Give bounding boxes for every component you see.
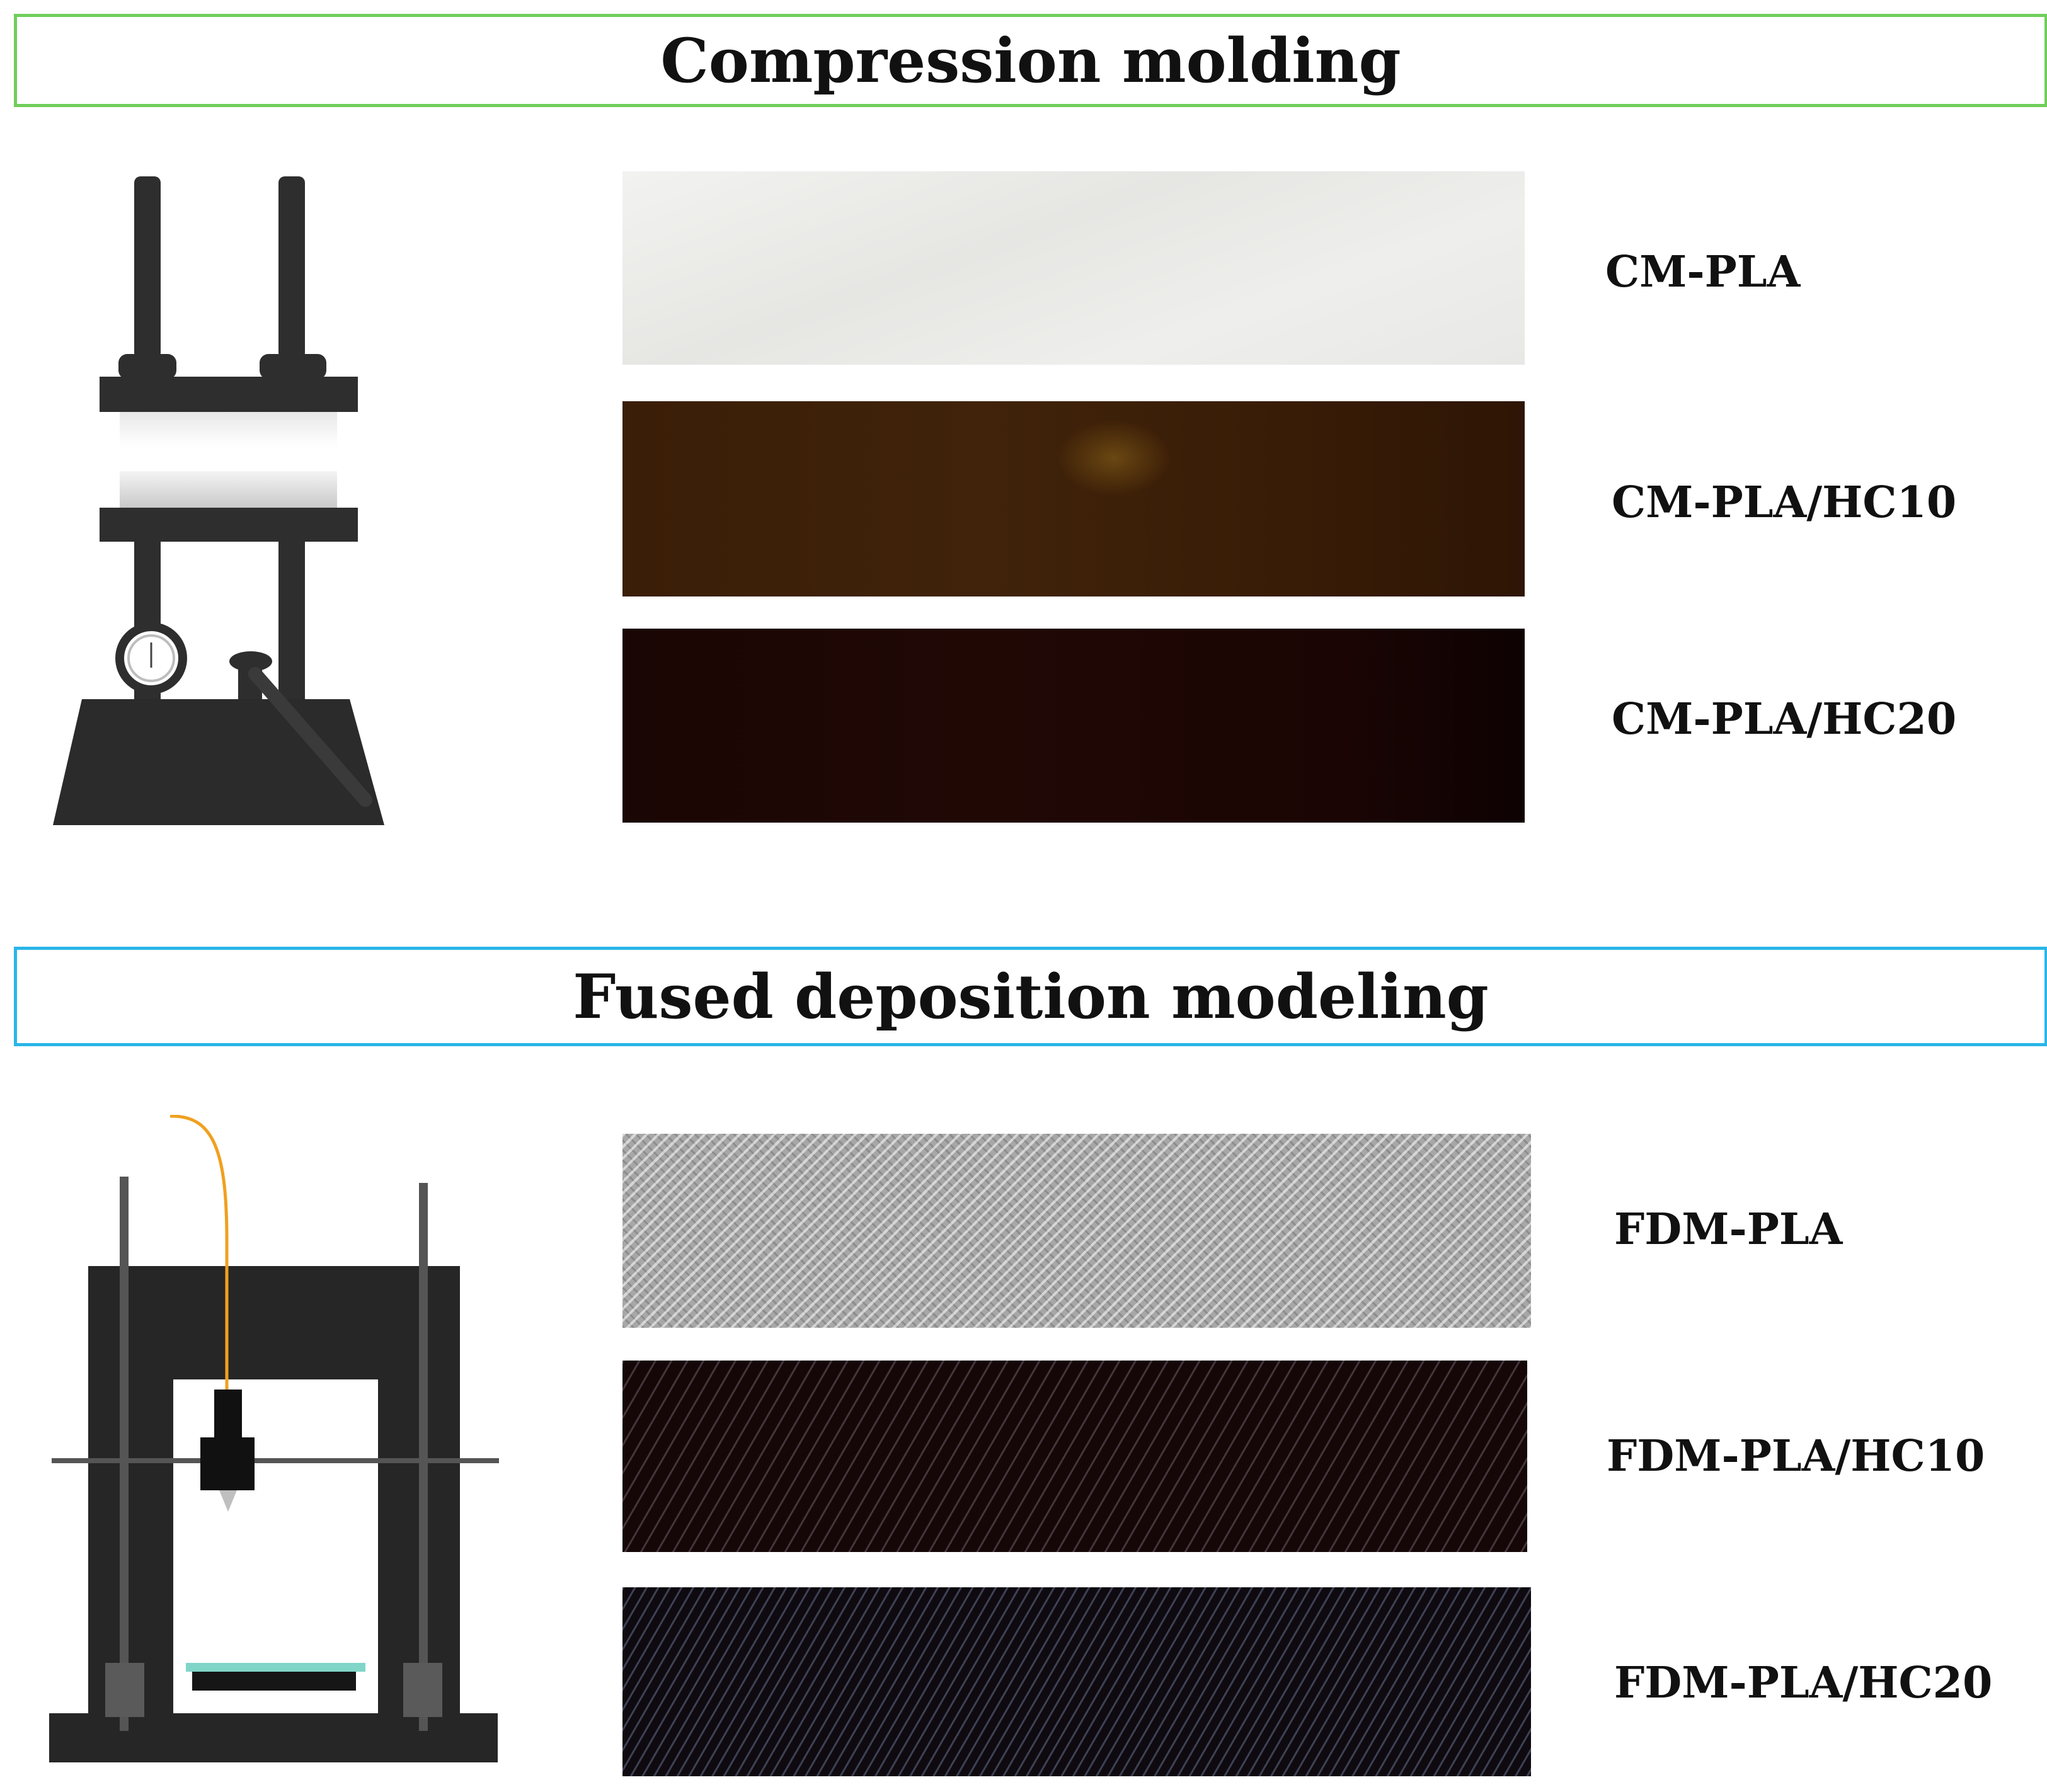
compression-molding-header: Compression molding <box>14 14 2047 107</box>
sample-fdm-pla-hc20 <box>622 1587 1531 1776</box>
sample-label: CM-PLA/HC20 <box>1612 694 1957 745</box>
fused-deposition-modeling-header: Fused deposition modeling <box>14 947 2047 1046</box>
sample-fdm-pla-hc10 <box>622 1361 1527 1552</box>
sample-label: FDM-PLA/HC10 <box>1607 1431 1985 1481</box>
3d-printer-icon <box>49 1115 499 1762</box>
sample-label: FDM-PLA/HC20 <box>1614 1658 1993 1708</box>
sample-label: CM-PLA <box>1605 247 1801 297</box>
hydraulic-press-icon <box>53 176 384 825</box>
sample-label: FDM-PLA <box>1614 1204 1843 1255</box>
sample-cm-pla-hc10 <box>622 401 1525 596</box>
sample-cm-pla-hc20 <box>622 629 1525 823</box>
section-title-fused-deposition-modeling: Fused deposition modeling <box>573 961 1489 1032</box>
section-title-compression-molding: Compression molding <box>660 25 1401 96</box>
sample-fdm-pla <box>622 1134 1531 1328</box>
sample-cm-pla <box>622 171 1525 365</box>
sample-label: CM-PLA/HC10 <box>1612 477 1957 528</box>
